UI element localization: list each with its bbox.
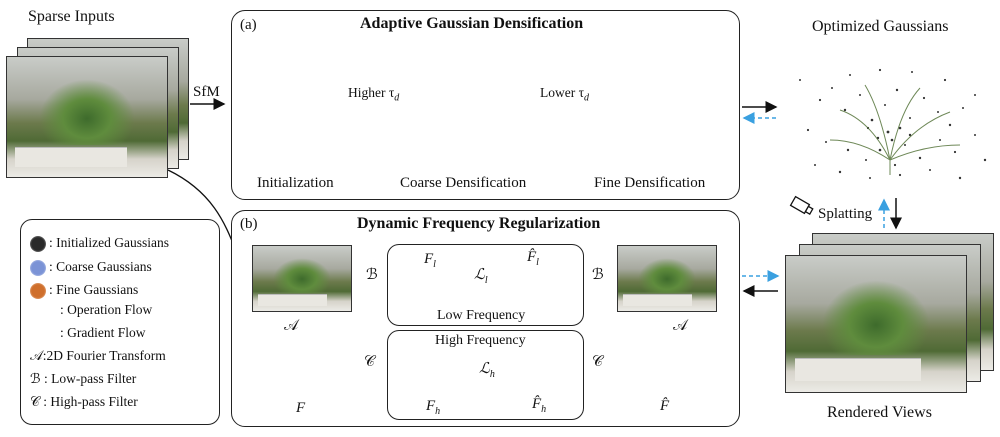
- splatting-label: Splatting: [818, 206, 873, 222]
- low-frequency-label: Low Frequency: [437, 308, 526, 323]
- symbol-Fhat-l: F̂l: [527, 249, 539, 268]
- symbol-Fhat-h: F̂h: [532, 396, 547, 415]
- op-highpass-right: 𝒞: [592, 354, 603, 370]
- b-rendered-photo: [617, 245, 717, 312]
- panel-a-label: (a): [240, 17, 257, 33]
- stage-fine: Fine Densification: [594, 175, 706, 191]
- op-lowpass-left: ℬ: [366, 267, 378, 283]
- legend-highpass: 𝒞 : High-pass Filter: [30, 394, 138, 409]
- input-photo-front: [6, 56, 168, 178]
- legend-lowpass: ℬ : Low-pass Filter: [30, 371, 137, 386]
- rendered-title: Rendered Views: [827, 404, 932, 421]
- op-highpass-left: 𝒞: [364, 354, 375, 370]
- high-frequency-box: [387, 330, 584, 420]
- legend-coarse: : Coarse Gaussians: [30, 259, 152, 276]
- b-input-photo: [252, 245, 352, 312]
- coarse-gaussian-icon: [30, 259, 46, 276]
- legend-initialized: : Initialized Gaussians: [30, 235, 169, 252]
- legend-operation-flow: : Operation Flow: [60, 302, 153, 317]
- symbol-F: F: [296, 400, 306, 416]
- symbol-loss-l: ℒl: [474, 267, 488, 286]
- op-fourier-left: 𝒜: [284, 318, 299, 334]
- fine-gaussian-icon: [30, 282, 46, 299]
- sfm-label: SfM: [193, 84, 220, 100]
- symbol-Fh: Fh: [426, 398, 441, 417]
- sparse-inputs-title: Sparse Inputs: [28, 8, 115, 25]
- high-frequency-label: High Frequency: [435, 333, 526, 348]
- op-fourier-right: 𝒜: [673, 318, 688, 334]
- initialized-gaussian-icon: [30, 235, 46, 252]
- panel-a-title: Adaptive Gaussian Densification: [360, 15, 584, 32]
- legend-fine: : Fine Gaussians: [30, 282, 138, 299]
- symbol-Fl: Fl: [424, 251, 436, 270]
- op-lowpass-right: ℬ: [592, 267, 604, 283]
- stage-coarse: Coarse Densification: [400, 175, 527, 191]
- optimized-title: Optimized Gaussians: [812, 18, 949, 35]
- optimized-point-cloud: [799, 68, 987, 180]
- panel-b-label: (b): [240, 216, 258, 232]
- panel-a: [231, 10, 740, 200]
- rendered-photo-front: [785, 255, 967, 393]
- stage-initialization: Initialization: [257, 175, 334, 191]
- lower-tau-label: Lower τd: [540, 85, 590, 104]
- legend-gradient-flow: : Gradient Flow: [60, 325, 146, 340]
- legend-fourier: 𝒜:2D Fourier Transform: [30, 348, 166, 363]
- higher-tau-label: Higher τd: [348, 85, 400, 104]
- legend-box: [20, 219, 220, 425]
- panel-b-title: Dynamic Frequency Regularization: [357, 215, 601, 232]
- symbol-loss-h: ℒh: [479, 361, 495, 380]
- low-frequency-box: [387, 244, 584, 326]
- symbol-Fhat: F̂: [660, 398, 670, 414]
- camera-icon: [789, 195, 814, 215]
- optimized-plant-strokes: [829, 84, 961, 175]
